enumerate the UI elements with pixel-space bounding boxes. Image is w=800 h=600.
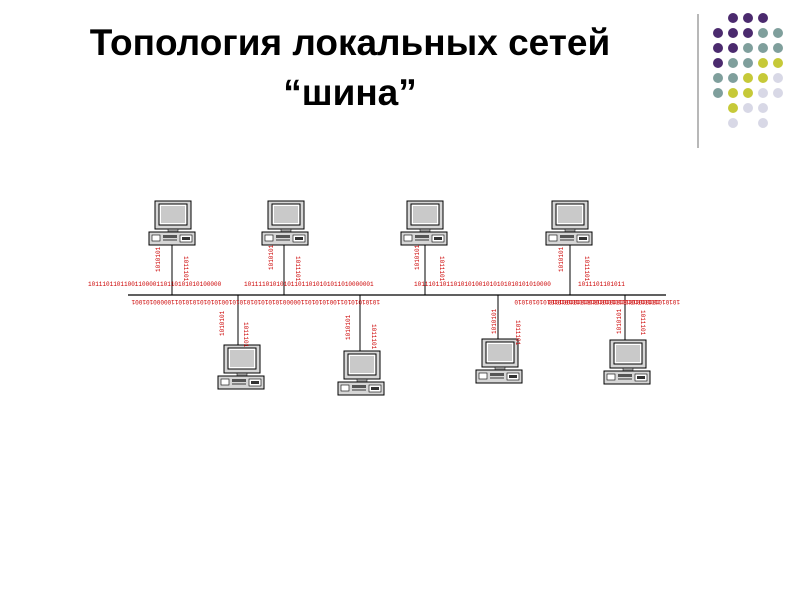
bit-stream-vertical: 1010101: [219, 310, 226, 336]
decorative-dot: [743, 88, 753, 98]
decorative-dot: [728, 43, 738, 53]
decorative-dot: [743, 43, 753, 53]
decorative-dot: [728, 28, 738, 38]
decorative-dot: [713, 43, 723, 53]
computer-icon: [603, 339, 651, 385]
decorative-dot: [758, 73, 768, 83]
computer-icon: [148, 200, 196, 246]
bit-stream-vertical: 1011101: [182, 256, 189, 282]
decorative-dot: [773, 28, 783, 38]
decorative-dot: [743, 13, 753, 23]
decorative-dot: [758, 118, 768, 128]
bit-stream-vertical: 1011101: [242, 322, 249, 348]
bit-stream-vertical: 1011101: [438, 256, 445, 282]
computer-icon: [261, 200, 309, 246]
decorative-dot: [758, 28, 768, 38]
decorative-dot: [743, 103, 753, 113]
decorative-dot: [713, 58, 723, 68]
decorative-dot: [743, 73, 753, 83]
bit-stream-vertical: 1011101: [639, 310, 646, 336]
decorative-dot: [758, 88, 768, 98]
computer-icon: [217, 344, 265, 390]
page-title: Топология локальных сетей “шина”: [20, 18, 680, 118]
decorative-dot: [758, 58, 768, 68]
bit-stream-vertical: 1010101: [616, 308, 623, 334]
decorative-dot: [713, 28, 723, 38]
bit-stream-label: 1010101010101010101010101001010: [548, 298, 660, 305]
decorative-dot: [728, 13, 738, 23]
bit-stream-label: 1010101010101010101010101010101010101010…: [514, 298, 680, 305]
bit-stream-vertical: 1010101: [155, 246, 162, 272]
bit-stream-vertical: 1010101: [268, 244, 275, 270]
decorative-dot: [728, 73, 738, 83]
computer-icon: [545, 200, 593, 246]
bit-stream-vertical: 1011101: [370, 324, 377, 350]
decorative-dot: [713, 73, 723, 83]
decorative-dot: [728, 58, 738, 68]
bit-stream-label: 10111011011010101001010101010101010000: [414, 281, 551, 288]
bit-stream-vertical: 1011101: [514, 320, 521, 346]
decorative-dot: [728, 118, 738, 128]
computer-icon: [337, 350, 385, 396]
bit-stream-vertical: 1010101: [345, 314, 352, 340]
bit-stream-vertical: 1011101: [583, 256, 590, 282]
decorative-dot: [758, 13, 768, 23]
decorative-divider: [697, 14, 699, 148]
decorative-dot: [773, 58, 783, 68]
bit-stream-vertical: 1010101: [414, 244, 421, 270]
bit-stream-label: 1010101010110010101011000001010101010101…: [131, 298, 380, 305]
decorative-dot: [773, 88, 783, 98]
decorative-dot: [713, 88, 723, 98]
title-line-2: “шина”: [283, 72, 417, 113]
decorative-dot: [728, 103, 738, 113]
computer-icon: [400, 200, 448, 246]
decorative-dot: [743, 28, 753, 38]
bit-stream-vertical: 1010101: [558, 246, 565, 272]
bit-stream-label: 1011101101011: [578, 281, 625, 288]
decorative-dot: [773, 73, 783, 83]
bit-stream-label: 1011101101100110000110110101010100000: [88, 281, 222, 288]
decorative-dot: [728, 88, 738, 98]
computer-icon: [475, 338, 523, 384]
decorative-dot: [743, 58, 753, 68]
decorative-dot: [758, 43, 768, 53]
decorative-dot: [758, 103, 768, 113]
bit-stream-label: 101111010101011011010101011010000001: [244, 281, 374, 288]
bit-stream-vertical: 1010101: [491, 308, 498, 334]
bit-stream-vertical: 1011101: [294, 256, 301, 282]
title-line-1: Топология локальных сетей: [89, 22, 611, 63]
decorative-dot: [773, 43, 783, 53]
